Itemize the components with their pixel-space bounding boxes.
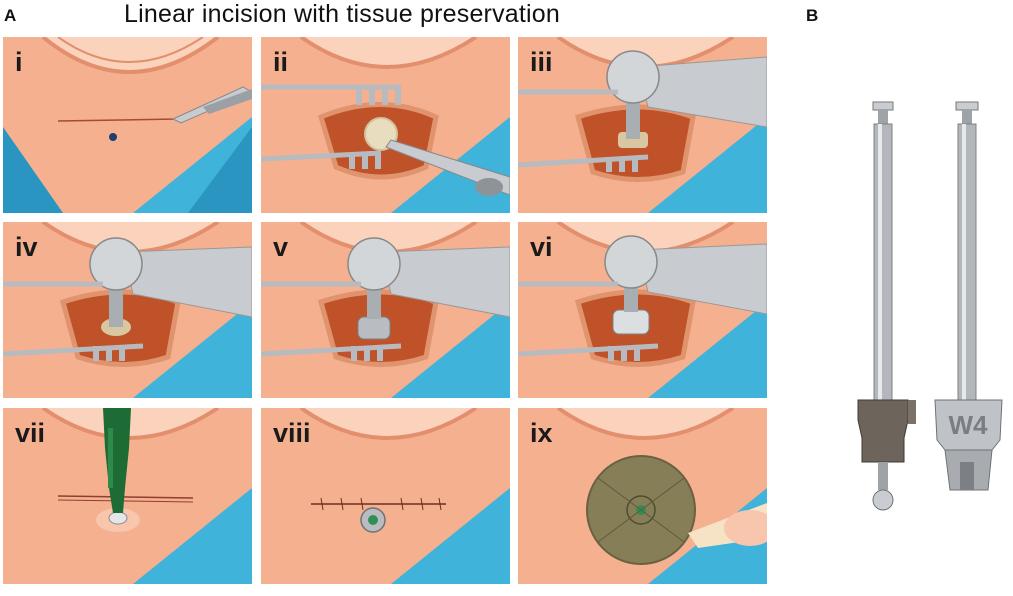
step-ii-illustration: ii (261, 37, 510, 213)
abutment-scene (3, 408, 252, 584)
drill-scene (3, 222, 252, 398)
step-label: iv (15, 232, 38, 262)
left-tool-image (857, 101, 916, 511)
right-tool-image: W4 (934, 101, 1003, 491)
implant-seating-scene (518, 222, 767, 398)
step-ix-illustration: ix (518, 408, 767, 584)
panel-a-letter: A (4, 6, 17, 25)
step-label: i (15, 47, 23, 77)
step-iv-illustration: iv (3, 222, 252, 398)
step-label: ix (530, 418, 553, 448)
step-vii-illustration: vii (3, 408, 252, 584)
step-label: iii (530, 47, 553, 77)
step-iii-illustration: iii (518, 37, 767, 213)
tool-engraving: W4 (949, 410, 989, 440)
suture-scene (261, 408, 510, 584)
step-label: vii (15, 418, 46, 448)
incision-scene (3, 37, 252, 213)
step-i-illustration: i (3, 37, 252, 213)
step-label: viii (273, 418, 311, 448)
step-viii-illustration: viii (261, 408, 510, 584)
step-label: ii (273, 47, 289, 77)
panel-a-title: Linear incision with tissue preservation (124, 0, 560, 28)
step-v-illustration: v (261, 222, 510, 398)
step-label: vi (530, 232, 553, 262)
step-vi-illustration: vi (518, 222, 767, 398)
healing-cap-scene (518, 408, 767, 584)
step-label: v (273, 232, 289, 262)
implant-insertion-scene (261, 222, 510, 398)
retraction-scene (261, 37, 510, 213)
panel-b-tools: W4 (857, 101, 1003, 511)
panel-b-letter: B (806, 6, 819, 25)
punch-scene (518, 37, 767, 213)
